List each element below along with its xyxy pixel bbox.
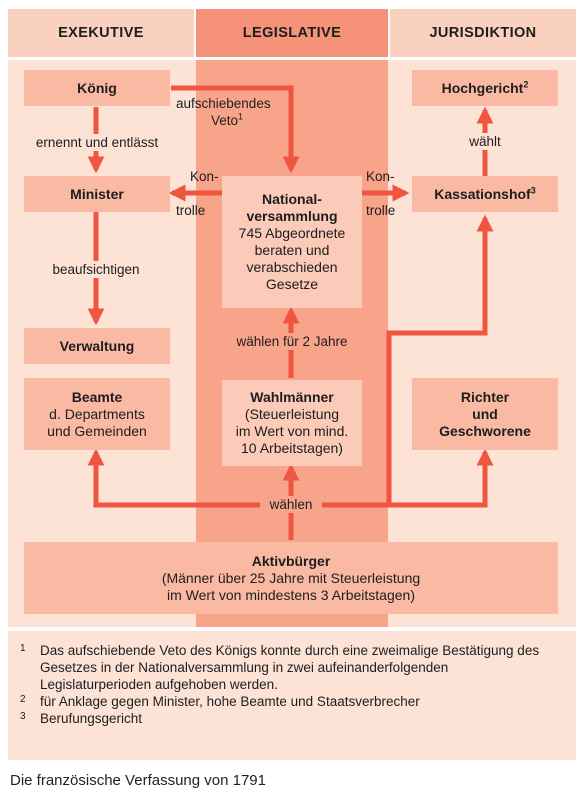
label-waehlen: wählen	[260, 496, 322, 513]
footnote-text: für Anklage gegen Minister, hohe Beamte …	[40, 694, 420, 709]
nationalversammlung-line: verabschieden	[246, 259, 338, 275]
label-kontrolle-right: Kon- trolle	[366, 168, 410, 219]
label-waehlt: wählt	[462, 133, 508, 150]
hochgericht-title: Hochgericht2	[441, 78, 529, 97]
box-kassationshof: Kassationshof3	[412, 176, 558, 212]
footnote-2: 2 für Anklage gegen Minister, hohe Beamte…	[20, 693, 576, 710]
kontrolle-left-line: Kon-	[190, 169, 219, 184]
hochgericht-footnote-ref: 2	[523, 78, 529, 89]
nationalversammlung-line: beraten und	[254, 242, 330, 258]
label-ernennt: ernennt und entlässt	[18, 134, 176, 151]
box-verwaltung: Verwaltung	[24, 328, 170, 364]
footnote-3: 3 Berufungsgericht	[20, 710, 576, 727]
footnote-text: Das aufschiebende Veto des Königs konnte…	[40, 643, 540, 692]
footnotes: 1 Das aufschiebende Veto des Königs konnt…	[8, 632, 576, 760]
header-legislative: LEGISLATIVE	[196, 9, 388, 57]
beamte-line: d. Departments	[49, 405, 145, 422]
wahlmaenner-line: (Steuerleistung	[244, 406, 340, 422]
verwaltung-title: Verwaltung	[59, 337, 135, 354]
footnote-number: 1	[20, 643, 26, 654]
veto-footnote-ref: 1	[238, 111, 244, 122]
aktivbuerger-line: im Wert von mindestens 3 Arbeitstagen)	[167, 586, 415, 603]
arrow-waehlen-beamte	[87, 448, 291, 508]
footnote-number: 3	[20, 711, 26, 722]
footnote-number: 2	[20, 694, 26, 705]
arrow-waehlen-kassationshof	[386, 214, 494, 505]
nationalversammlung-line: Gesetze	[265, 276, 319, 292]
veto-line: aufschiebendes	[176, 96, 271, 111]
footnote-text: Berufungsgericht	[40, 711, 143, 726]
hochgericht-text: Hochgericht	[441, 79, 524, 96]
label-waehlen-2-jahre: wählen für 2 Jahre	[222, 333, 362, 350]
header-divider	[194, 9, 196, 57]
nationalversammlung-line: 745 Abgeordnete	[238, 225, 346, 241]
veto-text: Veto	[211, 113, 239, 128]
header-underline	[8, 57, 576, 60]
box-aktivbuerger: Aktivbürger (Männer über 25 Jahre mit St…	[24, 542, 558, 614]
wahlmaenner-title: Wahlmänner	[250, 389, 334, 405]
veto-line: Veto1	[176, 112, 294, 129]
box-koenig: König	[24, 70, 170, 106]
richter-title: Geschworene	[439, 422, 531, 439]
footnote-1: 1 Das aufschiebende Veto des Königs konnt…	[20, 642, 576, 693]
kassationshof-text: Kassationshof	[434, 185, 531, 202]
label-beaufsichtigen: beaufsichtigen	[36, 261, 156, 278]
box-richter: Richter und Geschworene	[412, 378, 558, 450]
arrow-veto	[171, 85, 300, 174]
kassationshof-footnote-ref: 3	[530, 184, 536, 195]
kontrolle-right-line: Kon-	[366, 169, 395, 184]
richter-title: und	[472, 405, 498, 422]
aktivbuerger-title: Aktivbürger	[251, 552, 331, 569]
beamte-line: und Gemeinden	[47, 422, 147, 439]
nationalversammlung-title: National-	[262, 191, 322, 207]
box-beamte: Beamte d. Departments und Gemeinden	[24, 378, 170, 450]
beamte-title: Beamte	[71, 388, 123, 405]
box-nationalversammlung: National- versammlung 745 Abgeordnete be…	[222, 176, 362, 308]
nationalversammlung-title: versammlung	[246, 208, 338, 224]
richter-title: Richter	[460, 388, 510, 405]
figure-caption: Die französische Verfassung von 1791	[10, 772, 266, 789]
minister-title: Minister	[70, 185, 124, 202]
box-minister: Minister	[24, 176, 170, 212]
koenig-title: König	[77, 79, 117, 96]
kassationshof-title: Kassationshof3	[434, 184, 536, 203]
label-veto: aufschiebendes Veto1	[176, 95, 294, 129]
kontrolle-right-line: trolle	[366, 203, 396, 218]
wahlmaenner-line: 10 Arbeitstagen)	[241, 440, 343, 456]
header-divider	[388, 9, 390, 57]
kontrolle-left-line: trolle	[176, 203, 206, 218]
wahlmaenner-line: im Wert von mind.	[235, 423, 349, 439]
footnote-divider	[8, 627, 576, 631]
label-kontrolle-left: Kon- trolle	[176, 168, 220, 219]
aktivbuerger-line: (Männer über 25 Jahre mit Steuerleistung	[161, 569, 421, 586]
box-hochgericht: Hochgericht2	[412, 70, 558, 106]
box-wahlmaenner: Wahlmänner (Steuerleistung im Wert von m…	[222, 380, 362, 466]
header-executive: EXEKUTIVE	[8, 9, 194, 57]
header-judiciary: JURISDIKTION	[390, 9, 576, 57]
arrow-waehlen-richter	[291, 448, 494, 508]
